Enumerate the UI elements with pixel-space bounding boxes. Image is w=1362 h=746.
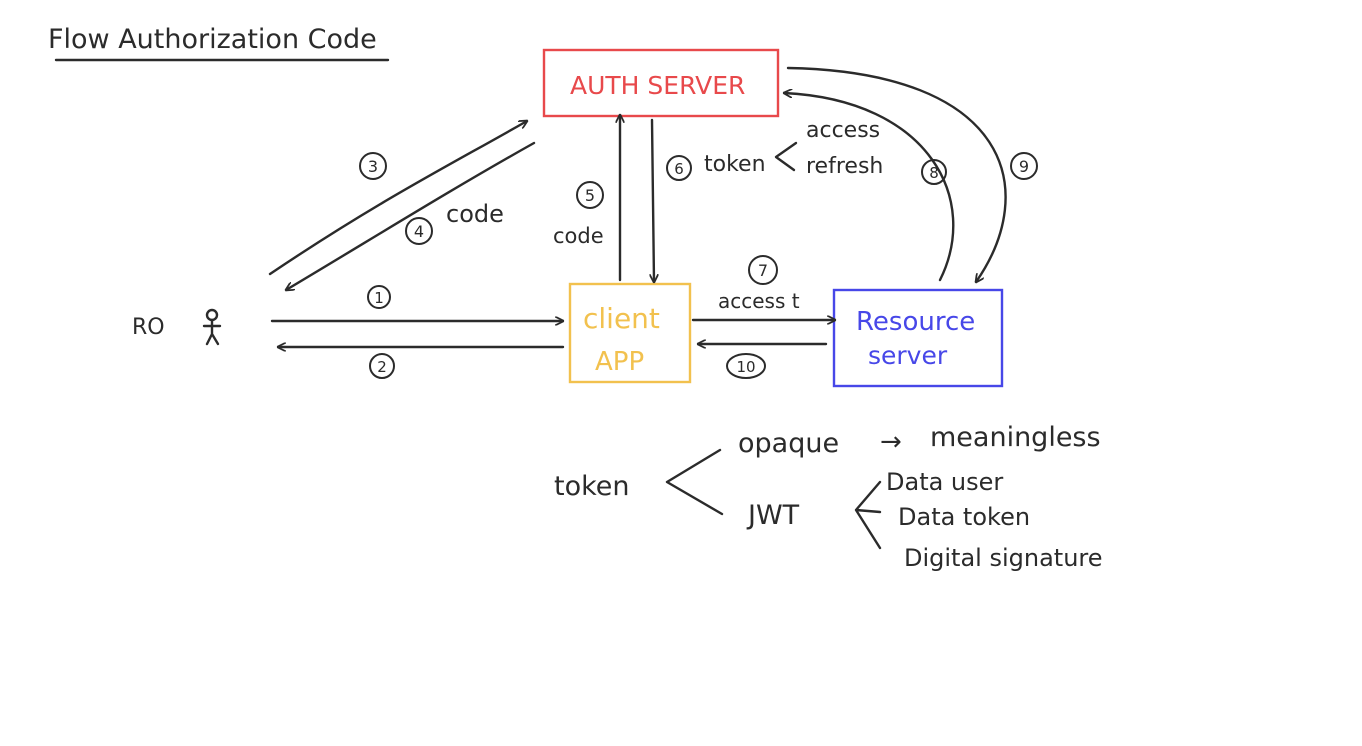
label-code-step-4: code — [446, 200, 504, 228]
step-number: 6 — [674, 160, 684, 178]
jwt-item-data-token: Data token — [898, 503, 1030, 531]
auth-server-label: AUTH SERVER — [570, 71, 745, 100]
arrow-step-9 — [786, 66, 1007, 282]
resource-server-label-line2: server — [868, 341, 948, 370]
label-access: access — [806, 118, 880, 143]
opaque-meaning: meaningless — [930, 422, 1101, 453]
label-access-t-step-7: access t — [718, 289, 800, 313]
resource-owner-label: RO — [132, 315, 165, 340]
step-badge-5: 5 — [576, 181, 604, 209]
client-app-box — [568, 282, 692, 384]
step-number: 1 — [374, 289, 384, 307]
step-badge-10: 10 — [726, 353, 766, 379]
step-number: 4 — [414, 222, 424, 241]
auth-server-box — [542, 48, 780, 118]
step-number: 3 — [368, 157, 378, 176]
token-brace — [774, 141, 798, 172]
person-icon — [202, 308, 222, 346]
jwt-item-data-user: Data user — [886, 468, 1003, 496]
label-refresh: refresh — [806, 154, 883, 179]
client-app-node: client APP — [568, 282, 692, 384]
step-badge-4: 4 — [405, 217, 433, 245]
token-type-jwt: JWT — [746, 500, 800, 531]
step-badge-7: 7 — [748, 255, 778, 285]
step-number: 10 — [736, 358, 755, 376]
step-badge-8: 8 — [921, 159, 947, 185]
arrow-step-3 — [268, 121, 527, 276]
step-number: 7 — [758, 261, 768, 280]
resource-owner-node: RO — [132, 308, 222, 346]
step-badge-9: 9 — [1010, 152, 1038, 180]
step-badge-2: 2 — [369, 353, 395, 379]
label-token-step-6: token — [704, 152, 766, 177]
step-number: 5 — [585, 186, 595, 205]
client-app-label-line1: client — [583, 302, 660, 335]
token-tree: token opaque → meaningless JWT Data user… — [554, 422, 1103, 572]
arrow-step-6 — [652, 118, 654, 284]
arrow-step-8 — [782, 93, 955, 282]
token-tree-root: token — [554, 471, 630, 502]
client-app-label-line2: APP — [595, 347, 644, 377]
token-tree-branch — [665, 448, 724, 516]
step-number: 9 — [1019, 157, 1029, 176]
resource-server-box — [832, 288, 1004, 388]
resource-server-label-line1: Resource — [856, 307, 975, 337]
step-number: 2 — [377, 358, 387, 376]
jwt-item-digital-signature: Digital signature — [904, 544, 1103, 572]
step-badge-3: 3 — [359, 152, 387, 180]
arrow-step-4 — [286, 141, 536, 290]
jwt-branch — [854, 480, 882, 550]
step-badge-1: 1 — [367, 285, 391, 309]
label-code-step-5: code — [553, 224, 604, 248]
step-number: 8 — [929, 164, 939, 182]
opaque-arrow: → — [880, 427, 902, 457]
resource-server-node: Resource server — [832, 288, 1004, 388]
token-type-opaque: opaque — [738, 428, 839, 459]
page-title: Flow Authorization Code — [48, 24, 377, 55]
auth-server-node: AUTH SERVER — [542, 48, 780, 118]
step-badge-6: 6 — [666, 155, 692, 181]
